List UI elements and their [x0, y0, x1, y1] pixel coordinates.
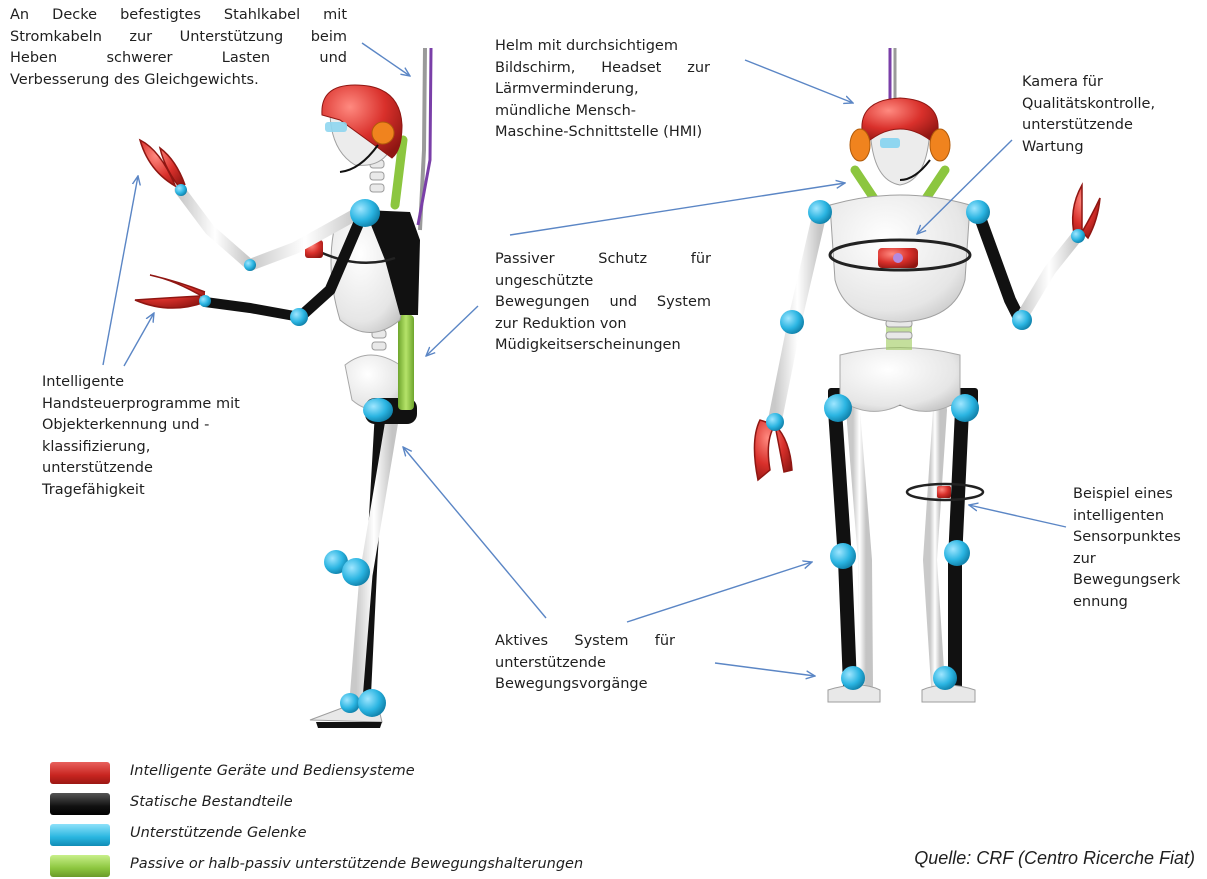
arrow-cable: [362, 43, 410, 76]
annotation-cable: An Decke befestigtes Stahlkabel mit Stro…: [10, 5, 347, 91]
front-headset-left: [850, 129, 870, 161]
arrow-sensor: [969, 505, 1066, 527]
annotation-sensor: Beispiel eines intelligenten Sensorpunkt…: [1073, 484, 1181, 613]
annotation-sensor-line: intelligenten: [1073, 506, 1181, 528]
annotation-hand-line: unterstützende: [42, 458, 272, 480]
annotation-passive-line: zur Reduktion von: [495, 314, 711, 336]
annotation-camera-line: Kamera für: [1022, 72, 1155, 94]
annotation-cable-line: Stromkabeln zur Unterstützung beim: [10, 27, 347, 49]
annotation-passive-line: Müdigkeitserscheinungen: [495, 335, 711, 357]
annotation-camera-line: unterstützende: [1022, 115, 1155, 137]
legend-label: Statische Bestandteile: [130, 794, 293, 810]
front-pelvis: [840, 348, 960, 412]
annotation-passive-line: Passiver Schutz für: [495, 249, 711, 271]
annotation-sensor-line: Bewegungserk: [1073, 570, 1181, 592]
annotation-hand: Intelligente Handsteuerprogramme mit Obj…: [42, 372, 272, 501]
annotation-helmet-line: Lärmverminderung,: [495, 79, 710, 101]
annotation-helmet-line: Maschine-Schnittstelle (HMI): [495, 122, 710, 144]
side-hand-upper: [140, 140, 185, 192]
annotation-active-line: Bewegungsvorgänge: [495, 674, 675, 696]
legend-swatch-joint: [50, 824, 110, 846]
front-arm-right-static: [978, 212, 1020, 320]
arrow-active-front-upper: [627, 562, 812, 622]
front-sensor-point: [937, 486, 951, 498]
legend-label: Unterstützende Gelenke: [130, 825, 307, 841]
legend-swatch-passive: [50, 855, 110, 877]
arrow-hand-upper: [103, 176, 138, 365]
side-forearm-upper: [180, 190, 250, 265]
annotation-hand-line: Tragefähigkeit: [42, 480, 272, 502]
annotation-camera-line: Wartung: [1022, 137, 1155, 159]
arrow-active-side: [403, 447, 546, 618]
side-forearm-lower: [205, 302, 300, 317]
legend-swatch-static: [50, 793, 110, 815]
annotation-hand-line: klassifizierung,: [42, 437, 272, 459]
side-headset: [372, 122, 394, 144]
annotation-helmet-line: Bildschirm, Headset zur: [495, 58, 710, 80]
arrow-helmet: [745, 60, 853, 103]
legend-label: Intelligente Geräte und Bediensysteme: [130, 763, 415, 779]
annotation-hand-line: Objekterkennung und -: [42, 415, 272, 437]
annotation-cable-line: Verbesserung des Gleichgewichts.: [10, 70, 347, 92]
annotation-helmet-line: Helm mit durchsichtigem: [495, 36, 710, 58]
annotation-hand-line: Handsteuerprogramme mit: [42, 394, 272, 416]
legend-label: Passive or halb-passiv unterstützende Be…: [130, 856, 583, 872]
side-foot-sole: [316, 722, 382, 728]
annotation-hand-line: Intelligente: [42, 372, 272, 394]
annotation-passive: Passiver Schutz für ungeschützte Bewegun…: [495, 249, 711, 357]
source-caption: Quelle: CRF (Centro Ricerche Fiat): [914, 848, 1195, 869]
front-headset-right: [930, 129, 950, 161]
annotation-sensor-line: ennung: [1073, 592, 1181, 614]
arrow-hand-lower: [124, 313, 154, 366]
annotation-sensor-line: Sensorpunktes: [1073, 527, 1181, 549]
annotation-passive-line: Bewegungen und System: [495, 292, 711, 314]
side-visor: [325, 122, 347, 132]
side-hand-lower: [135, 275, 205, 308]
annotation-cable-line: Heben schwerer Lasten und: [10, 48, 347, 70]
front-camera-lens: [893, 253, 903, 263]
legend-swatch-smart: [50, 762, 110, 784]
annotation-active-line: unterstützende: [495, 653, 675, 675]
front-forearm-right: [1020, 235, 1078, 320]
annotation-sensor-line: zur: [1073, 549, 1181, 571]
front-leg-right-bone: [930, 410, 940, 685]
arrow-active-front-lower: [715, 663, 815, 676]
annotation-active-line: Aktives System für: [495, 631, 675, 653]
side-passive-support-lower: [398, 315, 414, 410]
annotation-helmet: Helm mit durchsichtigem Bildschirm, Head…: [495, 36, 710, 144]
annotation-camera: Kamera für Qualitätskontrolle, unterstüt…: [1022, 72, 1155, 158]
arrow-passive-front: [510, 183, 845, 235]
annotation-cable-line: An Decke befestigtes Stahlkabel mit: [10, 5, 347, 27]
annotation-helmet-line: mündliche Mensch-: [495, 101, 710, 123]
annotation-active: Aktives System für unterstützende Bewegu…: [495, 631, 675, 696]
arrow-passive-side: [426, 306, 478, 356]
annotation-camera-line: Qualitätskontrolle,: [1022, 94, 1155, 116]
annotation-passive-line: ungeschützte: [495, 271, 711, 293]
front-visor: [880, 138, 900, 148]
annotation-sensor-line: Beispiel eines: [1073, 484, 1181, 506]
